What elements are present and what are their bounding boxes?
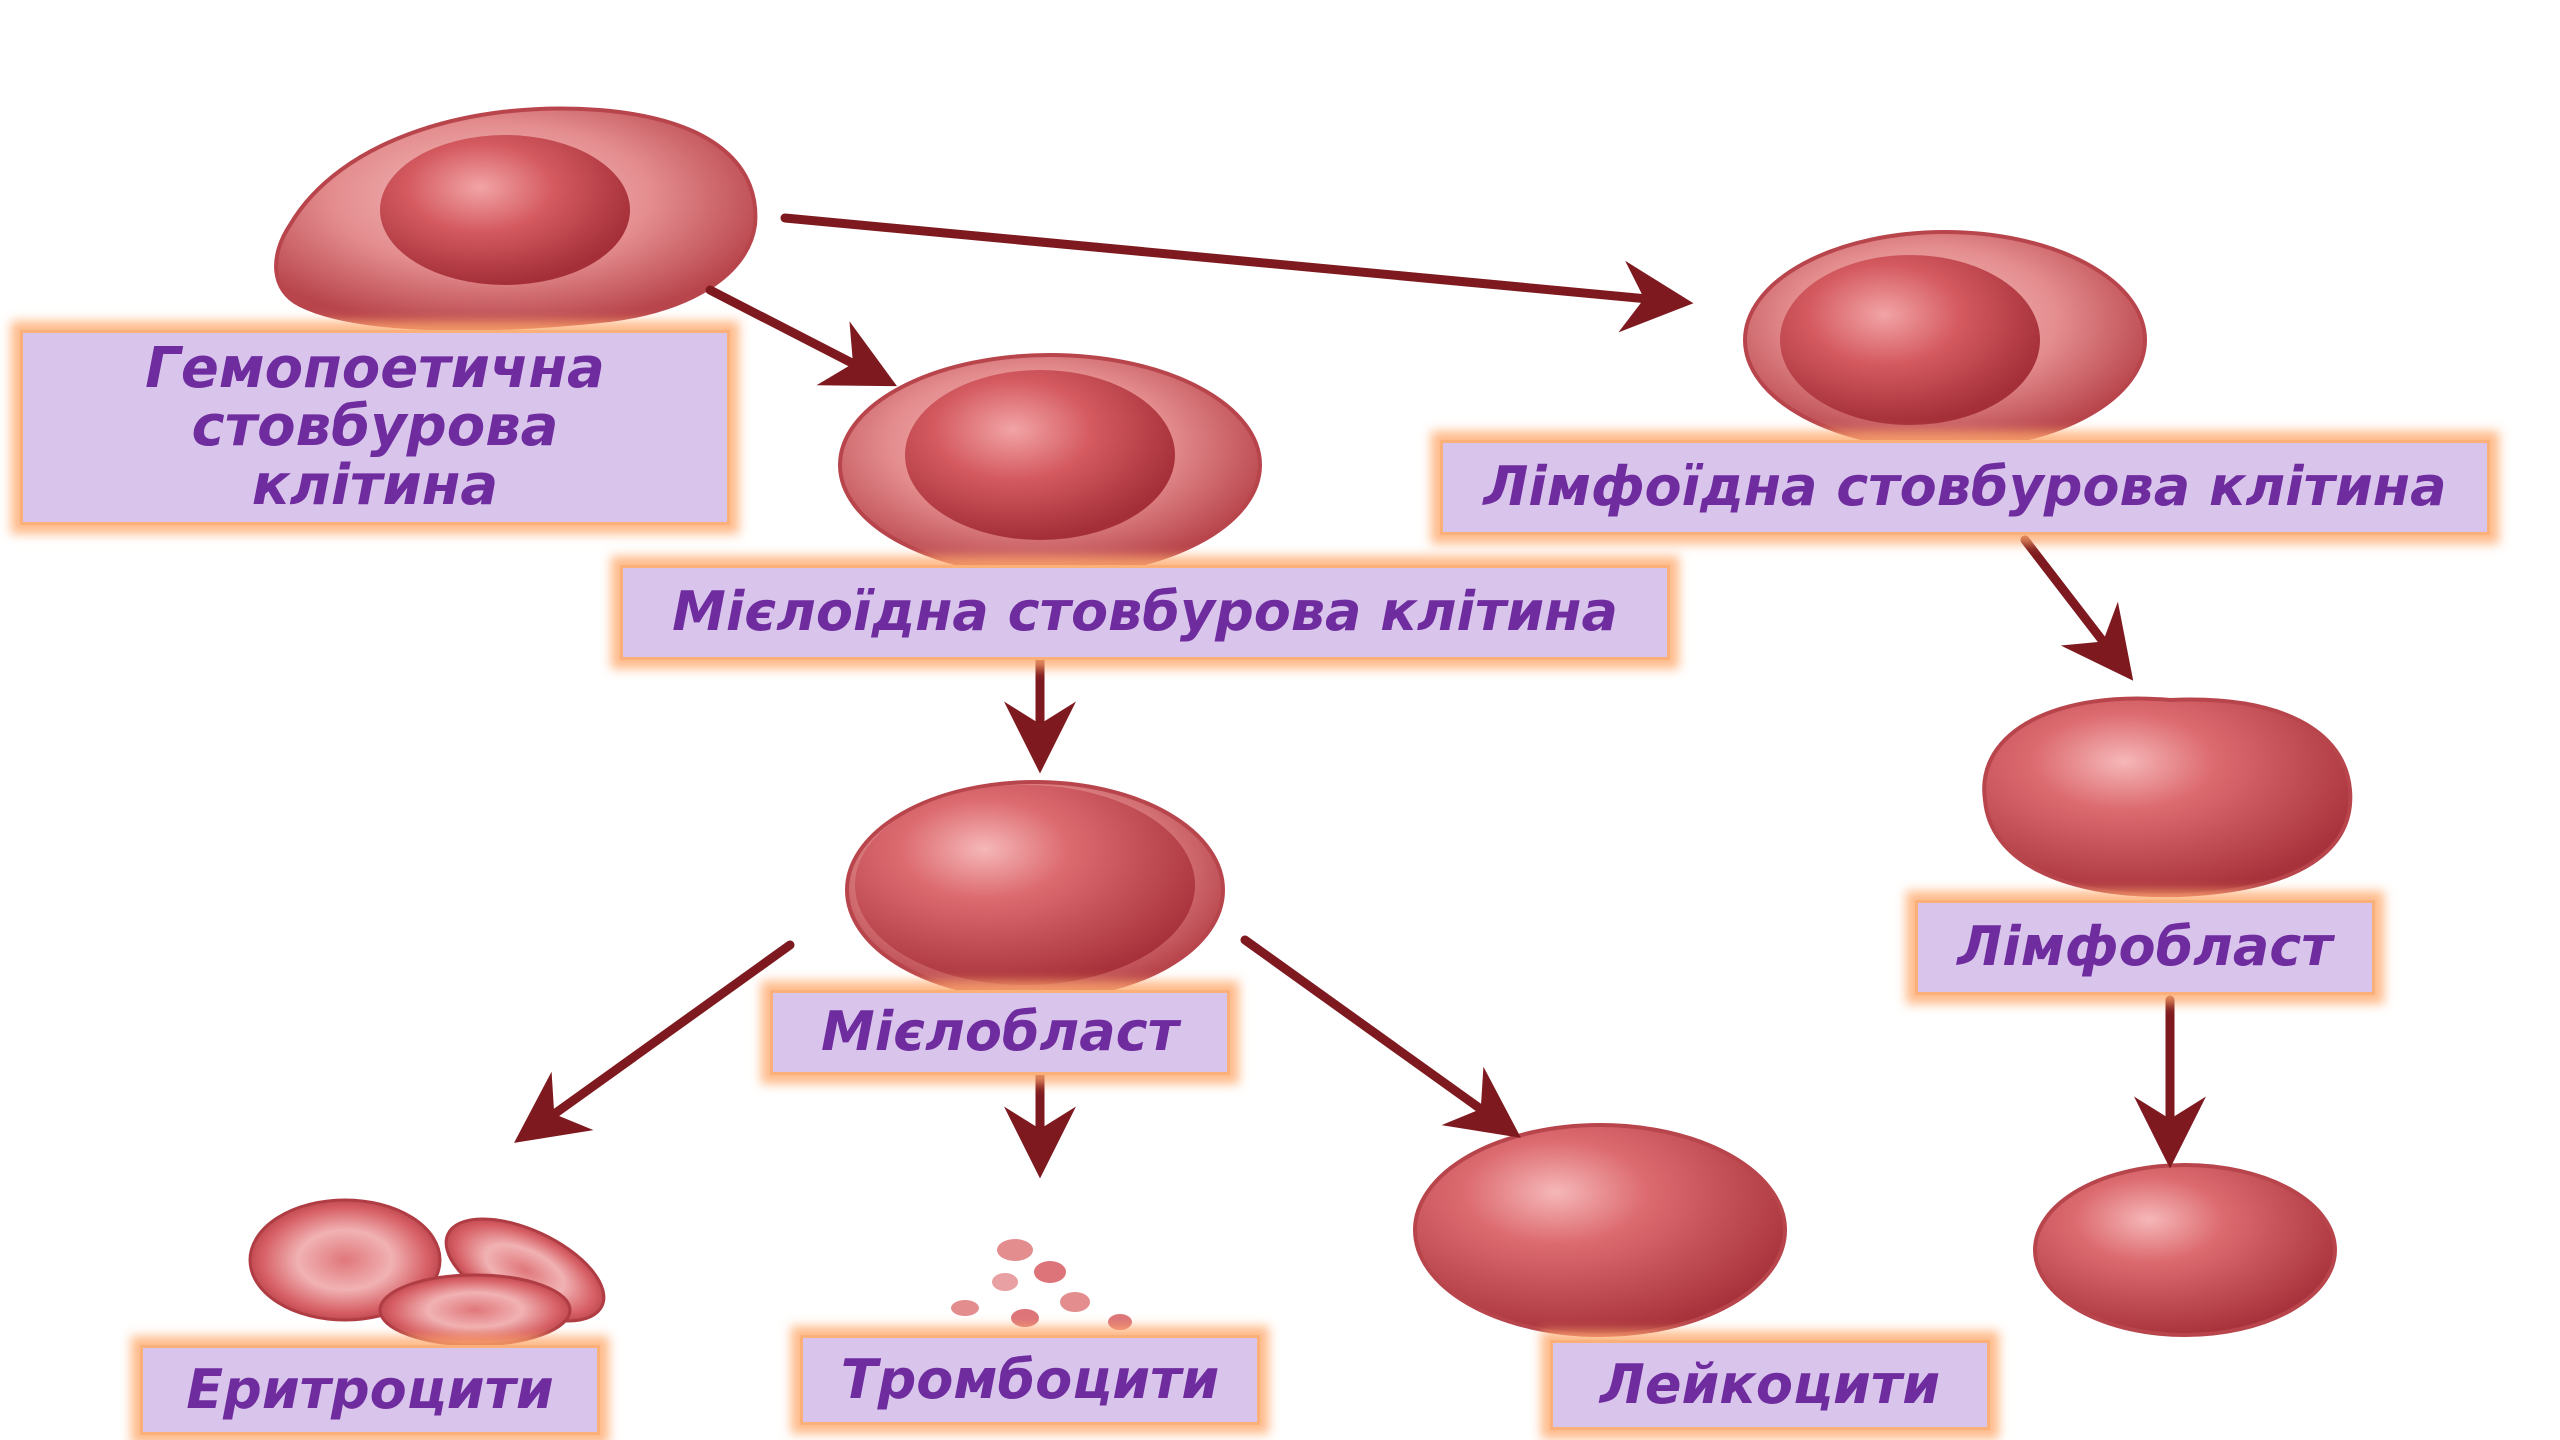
myeloblast-cell: [847, 782, 1223, 998]
myeloblast-label: Мієлобласт: [770, 990, 1230, 1075]
myeloid-label: Мієлоїдна стовбурова клітина: [620, 565, 1670, 660]
arrow-myeloblast-to-erythrocytes: [525, 945, 790, 1135]
lymphocyte-cell: [2035, 1165, 2335, 1335]
arrow-myeloblast-to-leukocytes: [1245, 940, 1510, 1130]
erythrocyte-cells: [250, 1198, 619, 1345]
myeloblast-label-text: Мієлобласт: [821, 1004, 1179, 1060]
hsc-label: Гемопоетична стовбурова клітина: [20, 330, 730, 525]
leukocytes-label-text: Лейкоцити: [1600, 1357, 1940, 1413]
hsc-cell: [276, 108, 755, 328]
arrow-hsc-to-myeloid: [710, 290, 885, 380]
erythrocytes-label: Еритроцити: [140, 1345, 600, 1435]
leukocyte-cell: [1415, 1125, 1785, 1335]
thrombocyte-particles: [951, 1239, 1132, 1330]
lymphoid-stem-cell: [1745, 232, 2145, 448]
myeloid-label-text: Мієлоїдна стовбурова клітина: [672, 584, 1618, 640]
thrombocytes-label: Тромбоцити: [800, 1335, 1260, 1425]
arrow-hsc-to-lymphoid: [785, 218, 1680, 302]
erythrocytes-label-text: Еритроцити: [186, 1362, 553, 1418]
lymphoid-label-text: Лімфоїдна стовбурова клітина: [1483, 459, 2446, 515]
lymphoblast-label-text: Лімфобласт: [1957, 919, 2332, 975]
hsc-label-line-3: клітина: [252, 457, 498, 515]
arrow-lymphoid-to-lymphoblast: [2025, 540, 2125, 670]
leukocytes-label: Лейкоцити: [1550, 1340, 1990, 1430]
myeloid-stem-cell: [840, 355, 1260, 575]
lymphoid-label: Лімфоїдна стовбурова клітина: [1440, 440, 2490, 535]
thrombocytes-label-text: Тромбоцити: [841, 1352, 1220, 1408]
lymphoblast-label: Лімфобласт: [1915, 900, 2375, 995]
hsc-label-line-1: Гемопоетична: [145, 340, 605, 398]
lymphoblast-cell: [1984, 698, 2350, 895]
hsc-label-line-2: стовбурова: [192, 398, 559, 456]
